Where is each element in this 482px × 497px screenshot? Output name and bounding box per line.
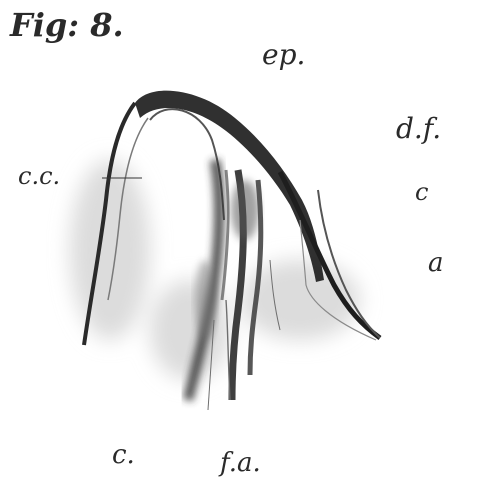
label-df: d.f. — [396, 112, 441, 145]
label-fa: f.a. — [220, 448, 261, 478]
label-c-bottom: c. — [112, 440, 135, 470]
label-ep: ep. — [262, 38, 305, 71]
label-c-right: c — [415, 178, 428, 206]
epithelium-band — [135, 91, 324, 282]
label-a: a — [428, 248, 444, 278]
label-cc: c.c. — [18, 162, 60, 190]
figure-title: Fig: 8. — [10, 6, 124, 44]
